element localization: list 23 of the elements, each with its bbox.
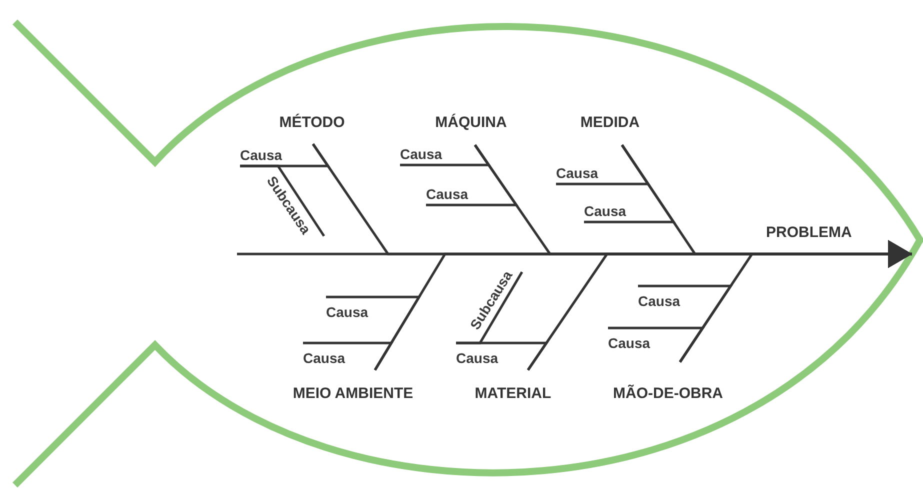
- rib-line: [303, 342, 394, 371]
- cause-label: Causa: [303, 343, 355, 369]
- category-label: MATERIAL: [463, 370, 563, 405]
- cause-label: Causa: [556, 163, 608, 184]
- rib-line: [240, 164, 326, 237]
- rib-line: [426, 144, 519, 206]
- category-label: MEDIDA: [565, 114, 655, 145]
- rib-line: [584, 144, 676, 224]
- category-label: MÁQUINA: [420, 114, 522, 145]
- category-label: MÃO-DE-OBRA: [598, 362, 738, 405]
- category-label: MÉTODO: [267, 114, 357, 144]
- problem-label: PROBLEMA: [762, 222, 912, 255]
- cause-label: Causa: [584, 201, 636, 222]
- cause-label: Causa: [426, 184, 478, 205]
- cause-label: Causa: [326, 297, 378, 323]
- cause-label: Causa: [608, 328, 660, 354]
- cause-label: Causa: [240, 145, 292, 166]
- category-label: MEIO AMBIENTE: [273, 370, 433, 405]
- cause-label: Causa: [456, 343, 508, 369]
- rib-line: [608, 326, 705, 363]
- cause-label: Causa: [638, 286, 690, 312]
- rib-line: [456, 342, 549, 371]
- cause-label: Causa: [400, 144, 452, 165]
